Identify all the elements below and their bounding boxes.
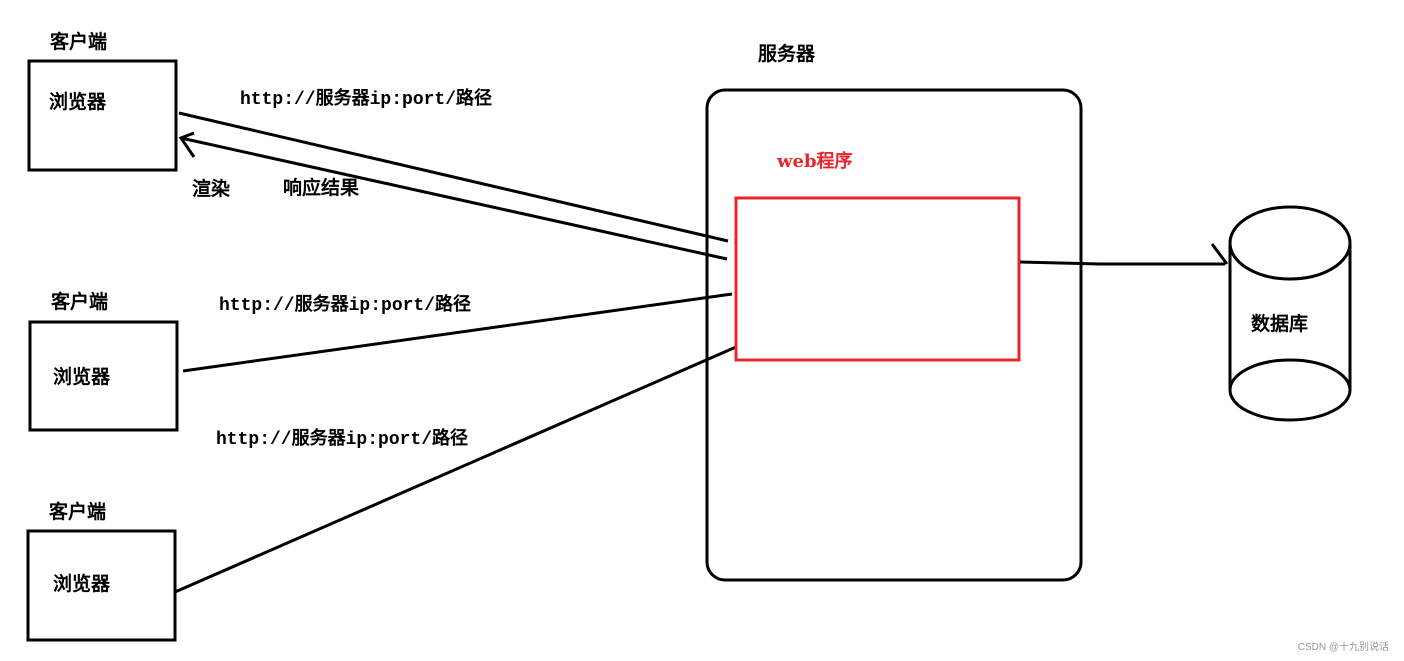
database-top [1228,205,1352,281]
client-1-label: 客户端 [50,30,107,53]
server-box [705,88,1083,582]
client-2-browser-box [28,320,179,432]
request-line-2 [182,292,733,373]
response-arrowhead [178,131,196,158]
request-url-1: http://服务器ip:port/路径 [240,87,492,110]
client-3: 客户端 浏览器 [26,500,177,642]
web-program-label: web程序 [776,150,853,172]
client-3-label: 客户端 [49,500,106,523]
web-program-box [734,196,1021,362]
request-url-3: http://服务器ip:port/路径 [216,427,468,450]
request-line-3 [174,345,737,594]
database-label: 数据库 [1251,312,1308,335]
client-1: 客户端 浏览器 [27,30,178,172]
db-connection-arrow [1210,243,1229,265]
server: 服务器 web程序 [705,42,1083,582]
client-1-browser-label: 浏览器 [49,90,107,113]
request-url-2: http://服务器ip:port/路径 [219,293,471,316]
client-2-label: 客户端 [51,290,108,313]
request-line-1 [178,111,729,243]
client-1-browser-box [27,59,178,172]
client-3-browser-label: 浏览器 [53,572,111,595]
client-3-browser-box [26,529,177,642]
render-label: 渲染 [192,177,230,200]
response-line-1 [180,136,728,261]
server-label: 服务器 [758,42,816,65]
database: 数据库 [1228,205,1352,422]
client-2: 客户端 浏览器 [28,290,179,432]
db-connection-line [1019,260,1225,266]
client-2-browser-label: 浏览器 [53,365,111,388]
response-result-label: 响应结果 [283,176,359,199]
database-bottom [1228,358,1352,422]
watermark: CSDN @十九别说话 [1297,642,1389,653]
